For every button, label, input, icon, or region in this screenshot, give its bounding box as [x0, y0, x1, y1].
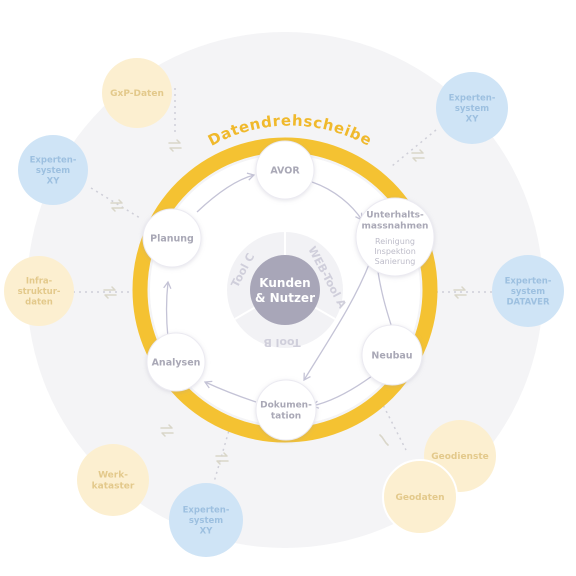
node-werkkataster-label: kataster	[92, 482, 135, 492]
exchange-icon	[160, 424, 174, 437]
node-neubau-label: Neubau	[371, 350, 412, 361]
node-werkkataster-circle	[77, 444, 149, 516]
node-unterhaltsmassnahmen-label: massnahmen	[362, 222, 429, 232]
flow-arrow	[196, 172, 256, 213]
node-expertensystem-dataver-label: system	[511, 287, 545, 297]
center-label-line2: & Nutzer	[255, 291, 315, 305]
flow-arrow	[163, 280, 172, 339]
node-expertensystem-dataver-circle	[492, 255, 564, 327]
node-neubau: Neubau	[361, 324, 423, 386]
node-expertensystem-dataver-label: Experten-	[505, 277, 552, 287]
node-gxp-daten-circle	[102, 58, 172, 128]
link-icon	[379, 434, 389, 446]
flow-arrow	[303, 261, 371, 382]
connector-line	[377, 394, 407, 451]
exchange-icon	[411, 149, 425, 162]
node-geodienste-label: Geodienste	[431, 452, 488, 462]
center-node	[250, 255, 320, 325]
exchange-icon	[103, 286, 117, 299]
node-geodaten: Geodaten	[382, 459, 458, 535]
center-label-line1: Kunden	[259, 276, 310, 290]
node-expertensystem-xy-right-circle	[436, 72, 508, 144]
node-avor: AVOR	[255, 140, 315, 200]
node-expertensystem-xy-left-label: system	[36, 166, 70, 176]
node-planung-circle	[142, 208, 202, 268]
node-analysen-circle	[146, 332, 206, 392]
node-planung-label: Planung	[150, 233, 194, 244]
node-dokumentation-label: Dokumen-	[260, 401, 312, 411]
node-dokumentation: Dokumen-tation	[255, 379, 317, 441]
flow-arrow	[310, 375, 373, 409]
node-planung: Planung	[142, 208, 202, 268]
node-werkkataster-label: Werk-	[98, 471, 128, 481]
flow-arrow	[203, 380, 257, 403]
node-infrastrukturdaten-circle	[4, 256, 74, 326]
unterhalt-sub-label: Reinigung	[375, 237, 415, 246]
node-unterhaltsmassnahmen: Unterhalts-massnahmenReinigungInspektion…	[355, 197, 435, 277]
node-expertensystem-dataver-label: DATAVER	[506, 298, 549, 308]
node-gxp-daten: GxP-Daten	[102, 58, 172, 128]
exchange-icon	[215, 452, 229, 465]
flow-arrow	[311, 181, 363, 222]
node-werkkataster: Werk-kataster	[77, 444, 149, 516]
unterhalt-sub-label: Sanierung	[375, 257, 416, 266]
node-analysen: Analysen	[146, 332, 206, 392]
nodes-layer: AVOR Unterhalts-massnahmenReinigungInspek…	[4, 58, 564, 557]
node-expertensystem-xy-right-label: Experten-	[449, 94, 496, 104]
node-expertensystem-xy-left-circle	[18, 135, 88, 205]
node-infrastrukturdaten: Infra-struktur-daten	[4, 256, 74, 326]
connector-lines	[73, 88, 492, 483]
node-expertensystem-xy-bottom-label: XY	[200, 527, 214, 537]
node-infrastrukturdaten-label: struktur-	[18, 287, 61, 297]
node-geodaten-label: Geodaten	[395, 493, 444, 503]
node-unterhaltsmassnahmen-circle	[355, 197, 435, 277]
exchange-icon	[453, 286, 467, 299]
node-expertensystem-xy-right-label: system	[455, 104, 489, 114]
unterhalt-sub-label: Inspektion	[374, 247, 416, 256]
node-analysen-label: Analysen	[152, 357, 201, 368]
node-expertensystem-xy-bottom-circle	[169, 483, 243, 557]
node-unterhaltsmassnahmen-label: Unterhalts-	[366, 211, 424, 221]
node-neubau-circle	[361, 324, 423, 386]
exchange-icons	[103, 139, 467, 465]
node-avor-label: AVOR	[270, 165, 300, 176]
node-avor-circle	[255, 140, 315, 200]
node-expertensystem-xy-left-label: XY	[47, 177, 61, 187]
node-dokumentation-circle	[255, 379, 317, 441]
exchange-icon	[110, 199, 124, 212]
node-expertensystem-xy-left-label: Experten-	[30, 156, 77, 166]
node-gxp-daten-label: GxP-Daten	[110, 89, 164, 99]
node-infrastrukturdaten-label: daten	[25, 298, 53, 308]
node-expertensystem-xy-right-label: XY	[466, 115, 480, 125]
tool-b-label: Tool B	[263, 336, 300, 349]
node-dokumentation-label: tation	[271, 412, 301, 422]
node-expertensystem-xy-bottom-label: system	[189, 516, 223, 526]
node-infrastrukturdaten-label: Infra-	[26, 277, 53, 287]
node-geodaten-circle	[382, 459, 458, 535]
exchange-icon	[168, 139, 182, 152]
node-expertensystem-xy-bottom-label: Experten-	[183, 506, 230, 516]
